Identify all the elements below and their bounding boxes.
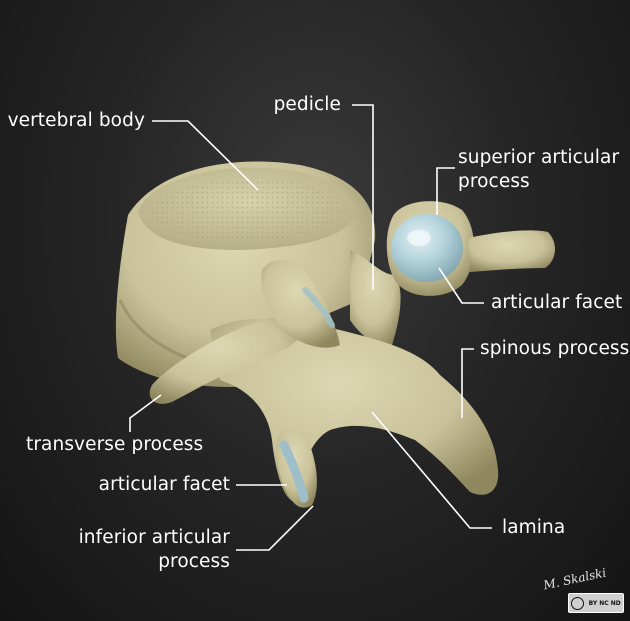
label-pedicle: pedicle [273, 94, 341, 115]
superior-articular-process-shape [386, 201, 474, 296]
label-inferior-articular-process-line1: inferior articular [78, 527, 230, 548]
label-vertebral-body: vertebral body [7, 110, 145, 131]
label-articular-facet-inferior: articular facet [98, 474, 230, 495]
label-transverse-process: transverse process [26, 434, 204, 455]
leader-spinous-process [461, 348, 474, 418]
inferior-articular-process-shape [276, 428, 317, 508]
cc-license-badge[interactable]: BY NC ND [568, 593, 624, 613]
label-spinous-process: spinous process [480, 338, 630, 359]
vertebral-body-shape [115, 161, 376, 387]
label-superior-articular-process-line1: superior articular [458, 147, 620, 168]
spur-shape [261, 260, 340, 348]
leader-superior-articular-process [436, 167, 455, 215]
pedicle-shape [350, 250, 401, 346]
label-inferior-articular-process-line2: process [158, 551, 230, 572]
leader-vertebral-body [152, 120, 259, 191]
label-superior-articular-process-line2: process [458, 171, 530, 192]
leader-inferior-articular-process [236, 505, 314, 551]
leader-articular-facet-superior [438, 267, 484, 304]
transverse-process-left-shape [149, 315, 303, 404]
cc-icon [571, 596, 585, 610]
leader-transverse-process [129, 394, 162, 432]
leader-lines [129, 104, 492, 551]
leader-pedicle [352, 104, 374, 290]
label-lamina: lamina [502, 517, 566, 538]
leader-lamina [371, 411, 492, 529]
label-articular-facet-superior: articular facet [491, 292, 623, 313]
license-text: BY NC ND [588, 599, 621, 607]
transverse-process-right-shape [468, 230, 556, 272]
